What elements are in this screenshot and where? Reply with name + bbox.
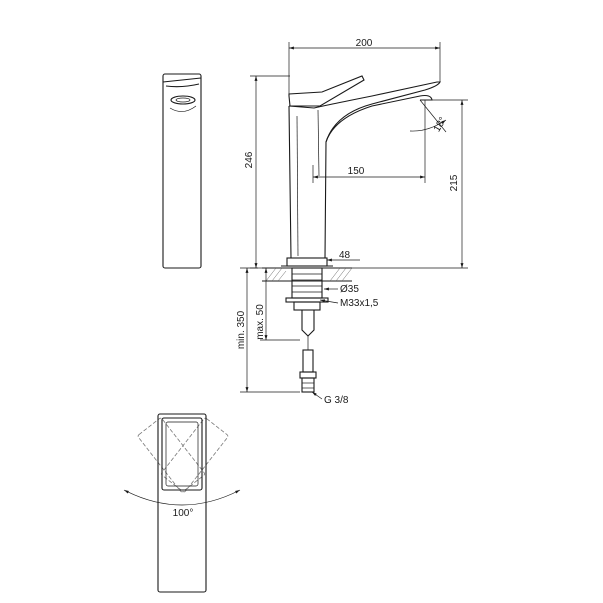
label-spout-height: 215: [449, 174, 460, 191]
dimension-labels: 200 246 150 215 18° 48 Ø35 M33x1,5 max. …: [236, 38, 460, 406]
label-base-to-body: 48: [339, 250, 351, 261]
label-thread: M33x1,5: [340, 298, 379, 309]
side-view-faucet: [262, 75, 441, 393]
label-rotation: 100°: [173, 508, 194, 519]
label-max-thickness: max. 50: [255, 304, 266, 340]
label-total-length: 200: [356, 38, 373, 49]
label-min-length: min. 350: [236, 310, 247, 349]
label-spout-angle: 18°: [432, 115, 449, 134]
dimension-lines: [240, 42, 468, 400]
front-view: [162, 73, 202, 269]
label-spout-reach: 150: [348, 166, 365, 177]
label-total-height: 246: [244, 151, 255, 168]
label-connection: G 3/8: [324, 395, 349, 406]
top-view-rotation: 100°: [123, 413, 241, 593]
label-hole-diameter: Ø35: [340, 284, 359, 295]
